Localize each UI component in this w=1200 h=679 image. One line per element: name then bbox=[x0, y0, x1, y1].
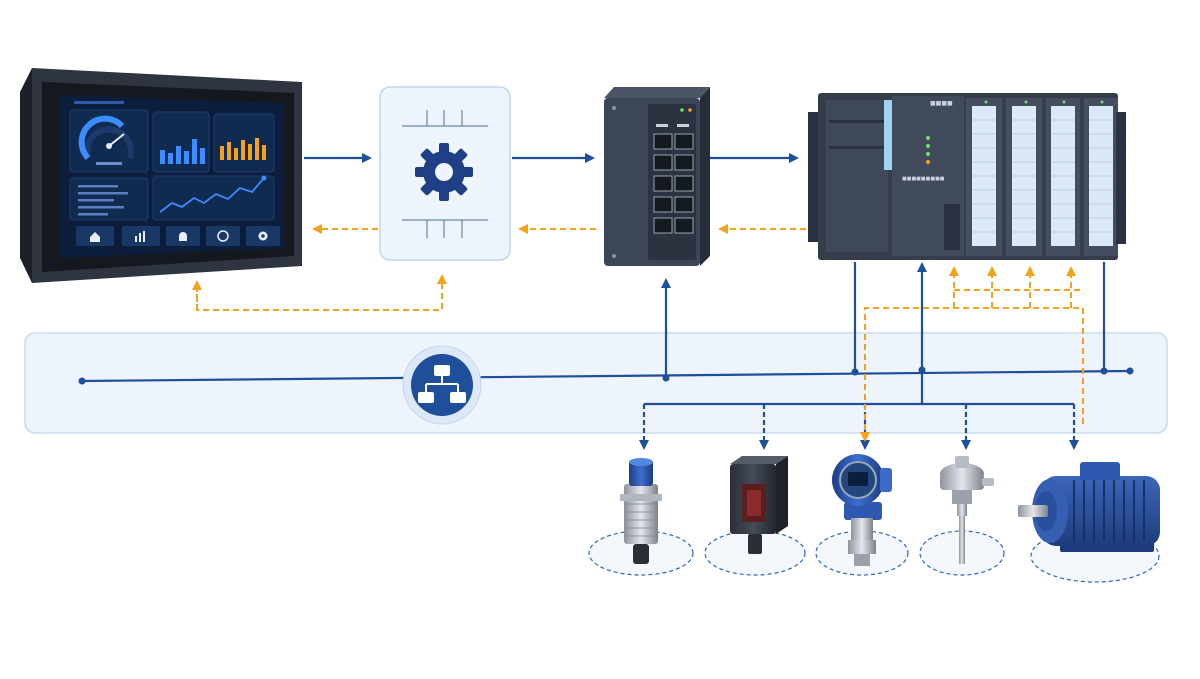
hmi-touch-panel bbox=[20, 68, 302, 283]
bar-chart-widget bbox=[213, 113, 275, 173]
fieldbus-band bbox=[24, 332, 1168, 434]
plc-rack: ■■■■ ■■■■■■■■■ bbox=[808, 93, 1126, 260]
gear-icon bbox=[415, 143, 473, 201]
electric-motor bbox=[1018, 462, 1160, 583]
plc-feedback-inputs bbox=[864, 266, 1084, 440]
rj45-port-grid bbox=[653, 133, 694, 234]
ethernet-switch bbox=[604, 87, 710, 266]
hmi-nav-bar bbox=[76, 226, 280, 246]
plc-brand: ■■■■ bbox=[930, 100, 953, 107]
bar-chart-widget bbox=[152, 111, 210, 173]
line-chart-widget bbox=[152, 175, 275, 221]
temperature-probe bbox=[919, 456, 1005, 576]
gateway-box bbox=[379, 86, 511, 261]
plc-io-modules bbox=[966, 98, 1118, 256]
feedback-flow-arrows bbox=[192, 224, 806, 311]
network-hierarchy-icon bbox=[402, 345, 482, 425]
pressure-transmitter bbox=[815, 454, 909, 576]
plc-model: ■■■■■■■■■ bbox=[902, 176, 945, 182]
list-widget bbox=[69, 177, 149, 221]
plc-bus-links bbox=[853, 262, 1106, 404]
switch-bus-link bbox=[661, 278, 671, 382]
gauge-widget bbox=[69, 109, 149, 173]
proximity-sensor bbox=[588, 458, 694, 576]
photoelectric-sensor bbox=[704, 456, 806, 576]
alert-icon[interactable] bbox=[206, 226, 240, 246]
bus-line bbox=[81, 369, 1131, 383]
